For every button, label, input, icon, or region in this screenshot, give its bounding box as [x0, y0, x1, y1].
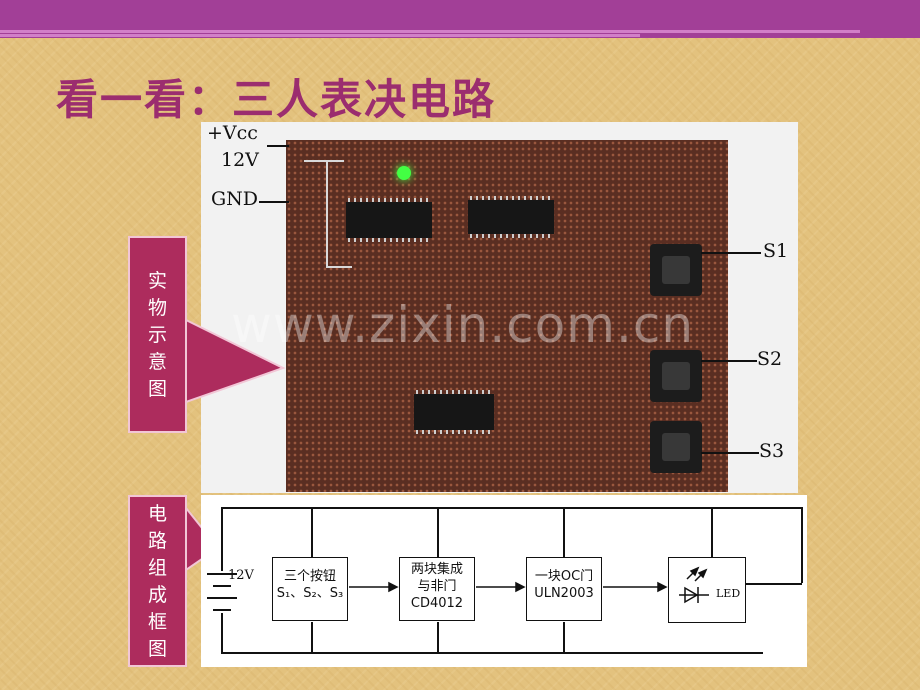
supply-voltage-label: 12V	[228, 568, 254, 583]
block-line: ULN2003	[534, 586, 594, 601]
led-block	[668, 557, 746, 623]
callout-char: 意	[147, 351, 167, 373]
top-band	[0, 0, 920, 38]
callout-char: 框	[147, 611, 167, 633]
circuit-board	[286, 140, 728, 492]
s1-label: S1	[763, 240, 789, 262]
watermark: www.zixin.com.cn	[231, 296, 695, 354]
photo-callout-arrow	[185, 318, 286, 404]
power-wire	[326, 160, 328, 268]
nand-gate-block: 两块集成 与非门 CD4012	[399, 557, 475, 621]
callout-char: 物	[147, 297, 167, 319]
tap-wire	[311, 622, 313, 653]
tap-wire	[437, 622, 439, 653]
gnd-lead	[259, 201, 289, 203]
block-line: 一块OC门	[534, 569, 594, 584]
led-return-wire	[743, 583, 802, 585]
block-line: CD4012	[410, 596, 464, 611]
band-highlight	[0, 30, 860, 33]
callout-char: 图	[147, 378, 167, 400]
circuit-callout: 电 路 组 成 框 图	[128, 495, 187, 667]
block-line: 两块集成	[410, 562, 463, 577]
page-title: 看一看：三人表决电路	[56, 75, 497, 124]
tap-wire	[437, 507, 439, 557]
ic-chip	[414, 390, 494, 434]
push-button-s3	[650, 421, 702, 473]
led-diode-icon	[679, 566, 709, 604]
s1-lead	[701, 252, 761, 254]
gnd-label: GND	[211, 188, 259, 210]
tap-wire	[311, 507, 313, 557]
band-highlight	[0, 34, 640, 37]
ic-chip	[468, 196, 554, 238]
callout-char: 图	[147, 638, 167, 660]
callout-char: 成	[147, 584, 167, 606]
power-wire	[304, 160, 344, 162]
led-label: LED	[716, 587, 741, 600]
top-rail	[221, 507, 801, 509]
push-button-s2	[650, 350, 702, 402]
buttons-block: 三个按钮 S₁、S₂、S₃	[272, 557, 348, 621]
push-button-s1	[650, 244, 702, 296]
tap-wire	[711, 507, 713, 557]
battery-wire	[221, 507, 223, 571]
callout-char: 示	[147, 324, 167, 346]
circuit-block-diagram: 12V 三个按钮 S₁、S₂、S₃ 两块集成 与非门 CD4012 一块OC门 …	[201, 495, 807, 667]
ic-chip	[346, 198, 432, 242]
power-wire	[326, 266, 352, 268]
block-line: 与非门	[417, 579, 457, 594]
callout-char: 组	[147, 557, 167, 579]
bottom-rail	[221, 652, 763, 654]
block-line: S₁、S₂、S₃	[276, 586, 344, 601]
right-rail	[801, 507, 803, 583]
s2-lead	[701, 360, 757, 362]
tap-wire	[563, 622, 565, 653]
callout-char: 电	[147, 503, 167, 525]
led-light	[397, 166, 411, 180]
battery-plate	[207, 573, 237, 575]
block-line: 三个按钮	[283, 569, 336, 584]
battery-plate	[207, 597, 237, 599]
s3-lead	[701, 452, 759, 454]
vcc-lead	[267, 145, 289, 147]
oc-gate-block: 一块OC门 ULN2003	[526, 557, 602, 621]
voltage-label: 12V	[221, 149, 259, 171]
photo-callout: 实 物 示 意 图	[128, 236, 187, 433]
battery-wire	[221, 613, 223, 653]
s2-label: S2	[757, 348, 783, 370]
vcc-label: +Vcc	[207, 122, 258, 144]
circuit-arrows	[349, 566, 709, 604]
battery-plate	[213, 585, 231, 587]
tap-wire	[563, 507, 565, 557]
callout-char: 路	[147, 530, 167, 552]
s3-label: S3	[759, 440, 785, 462]
callout-char: 实	[147, 270, 167, 292]
battery-plate	[213, 609, 231, 611]
board-photo: www.zixin.com.cn +Vcc 12V GND S1 S2 S3	[201, 122, 798, 493]
